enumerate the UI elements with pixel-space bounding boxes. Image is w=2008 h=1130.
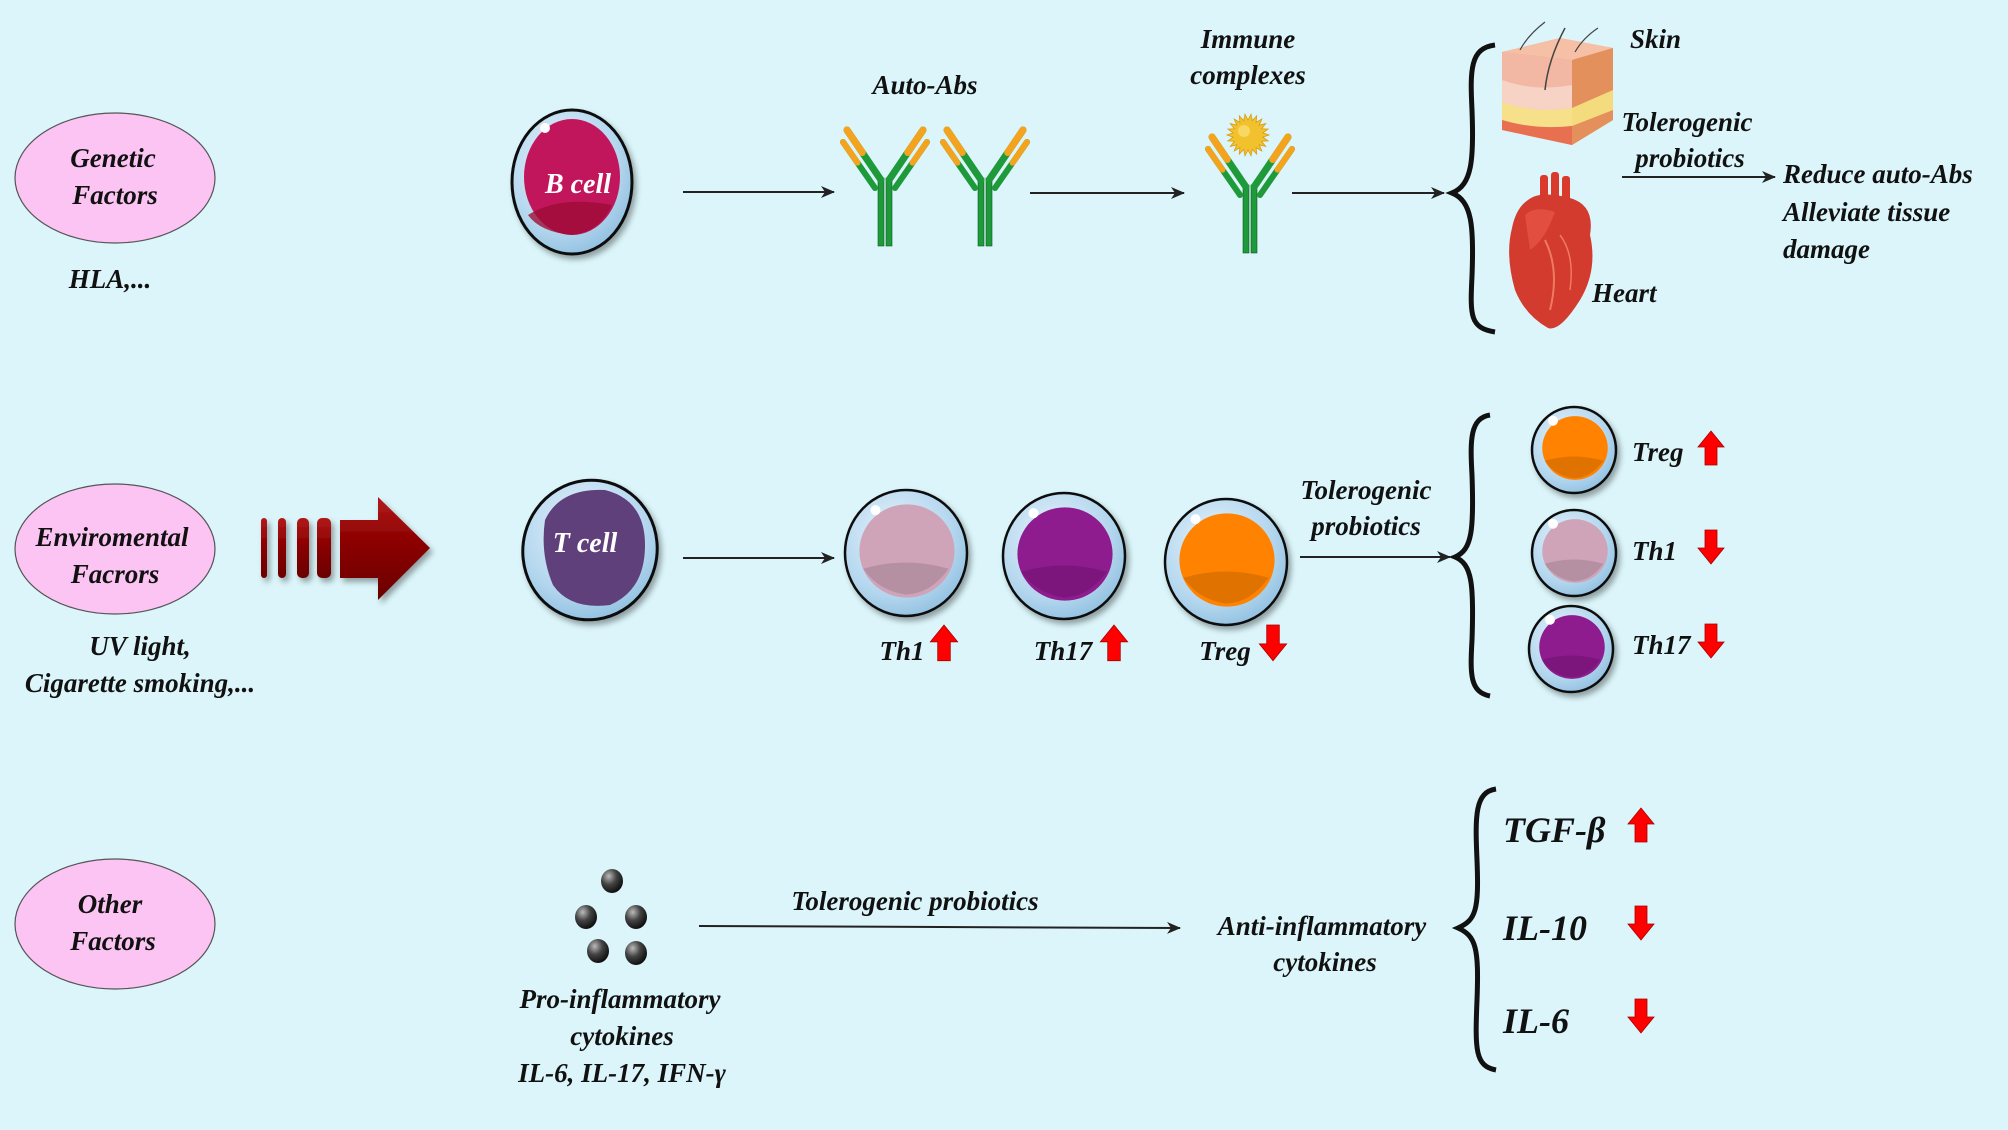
row1-probiotics-label-1: Tolerogenic (1622, 107, 1753, 137)
antibody-icon (840, 126, 930, 247)
arrow-up-icon (1099, 624, 1129, 662)
genetic-factors-examples: HLA,... (68, 264, 152, 294)
curly-bracket-cytokines (1451, 786, 1497, 1073)
cytokine-particles-icon (575, 869, 647, 965)
t-cell (521, 478, 659, 622)
heart-label: Heart (1591, 278, 1658, 308)
arrow-up-icon (1697, 430, 1725, 466)
subset-label: Treg (1632, 437, 1683, 467)
pro-inflammatory-examples: IL-6, IL-17, IFN-γ (517, 1058, 726, 1088)
outcome-line-2: Alleviate tissue (1781, 197, 1950, 227)
immune-complexes-label-2: complexes (1190, 60, 1305, 90)
antibody-icon (940, 126, 1030, 247)
cytokine-label: TGF-β (1503, 810, 1606, 850)
cell-th17 (1001, 491, 1127, 621)
t-cell-subsets-before: Th1 Th17 Treg (843, 488, 1289, 666)
row1-probiotics-label-2: probiotics (1633, 143, 1745, 173)
subset-label: Th1 (879, 636, 924, 666)
cell-th1 (843, 488, 969, 618)
outcome-line-3: damage (1783, 234, 1870, 264)
environmental-factors-node: Enviromental Facrors UV light, Cigarette… (14, 483, 255, 698)
arrow-down-icon (1258, 624, 1288, 662)
genetic-factors-node: Genetic Factors HLA,... (14, 112, 216, 294)
immune-complexes-label-1: Immune (1200, 24, 1296, 54)
cell-treg-after (1530, 405, 1618, 495)
genetic-factors-label-2: Factors (71, 180, 158, 210)
anti-inflammatory-label-2: cytokines (1273, 947, 1376, 977)
row2-probiotics-label-1: Tolerogenic (1301, 475, 1432, 505)
anti-inflammatory-label-1: Anti-inflammatory (1216, 911, 1428, 941)
cytokine-label: IL-10 (1502, 908, 1587, 948)
subset-label: Th17 (1034, 636, 1094, 666)
cytokine-label: IL-6 (1502, 1001, 1569, 1041)
environmental-factors-examples-1: UV light, (89, 631, 191, 661)
environmental-factors-ellipse (14, 483, 216, 615)
arrow-up-icon (1627, 807, 1655, 843)
other-factors-label-1: Other (78, 889, 143, 919)
outcome-line-1: Reduce auto-Abs (1782, 159, 1973, 189)
environmental-factors-examples-2: Cigarette smoking,... (25, 668, 255, 698)
cell-th17-after (1527, 604, 1615, 694)
subset-label: Treg (1199, 636, 1250, 666)
antigen-icon (1225, 112, 1271, 158)
skin-label: Skin (1630, 24, 1681, 54)
arrow-up-icon (929, 624, 959, 662)
row3-probiotics-label: Tolerogenic probiotics (791, 886, 1038, 916)
arrow-down-icon (1627, 998, 1655, 1034)
environmental-factors-label-2: Facrors (70, 559, 160, 589)
arrow-down-icon (1697, 529, 1725, 565)
curly-bracket-subsets (1448, 412, 1491, 699)
other-factors-ellipse (14, 858, 216, 990)
curly-bracket-tissues (1445, 42, 1496, 335)
subset-label: Th1 (1632, 536, 1677, 566)
cell-treg (1163, 497, 1289, 627)
cell-th1-after (1530, 508, 1618, 598)
pro-inflammatory-label-1: Pro-inflammatory (519, 984, 722, 1014)
arrow-pro-to-anti (698, 921, 1181, 934)
t-cell-label: T cell (553, 528, 618, 559)
skin-tissue-icon (1502, 21, 1613, 145)
arrow-down-icon (1627, 905, 1655, 941)
other-factors-label-2: Factors (69, 926, 156, 956)
immune-complex-icon (1205, 112, 1295, 254)
auto-abs-label: Auto-Abs (870, 70, 977, 100)
b-cell (510, 108, 634, 256)
pro-inflammatory-label-2: cytokines (570, 1021, 673, 1051)
heart-organ-icon (1509, 172, 1593, 329)
genetic-factors-label-1: Genetic (70, 143, 155, 173)
b-cell-label: B cell (544, 169, 611, 200)
subset-label: Th17 (1632, 630, 1692, 660)
arrow-down-icon (1697, 623, 1725, 659)
environmental-factors-label-1: Enviromental (34, 522, 189, 552)
other-factors-node: Other Factors (14, 858, 216, 990)
genetic-factors-ellipse (14, 112, 216, 244)
striped-block-arrow-icon (261, 497, 430, 600)
row2-probiotics-label-2: probiotics (1309, 511, 1421, 541)
